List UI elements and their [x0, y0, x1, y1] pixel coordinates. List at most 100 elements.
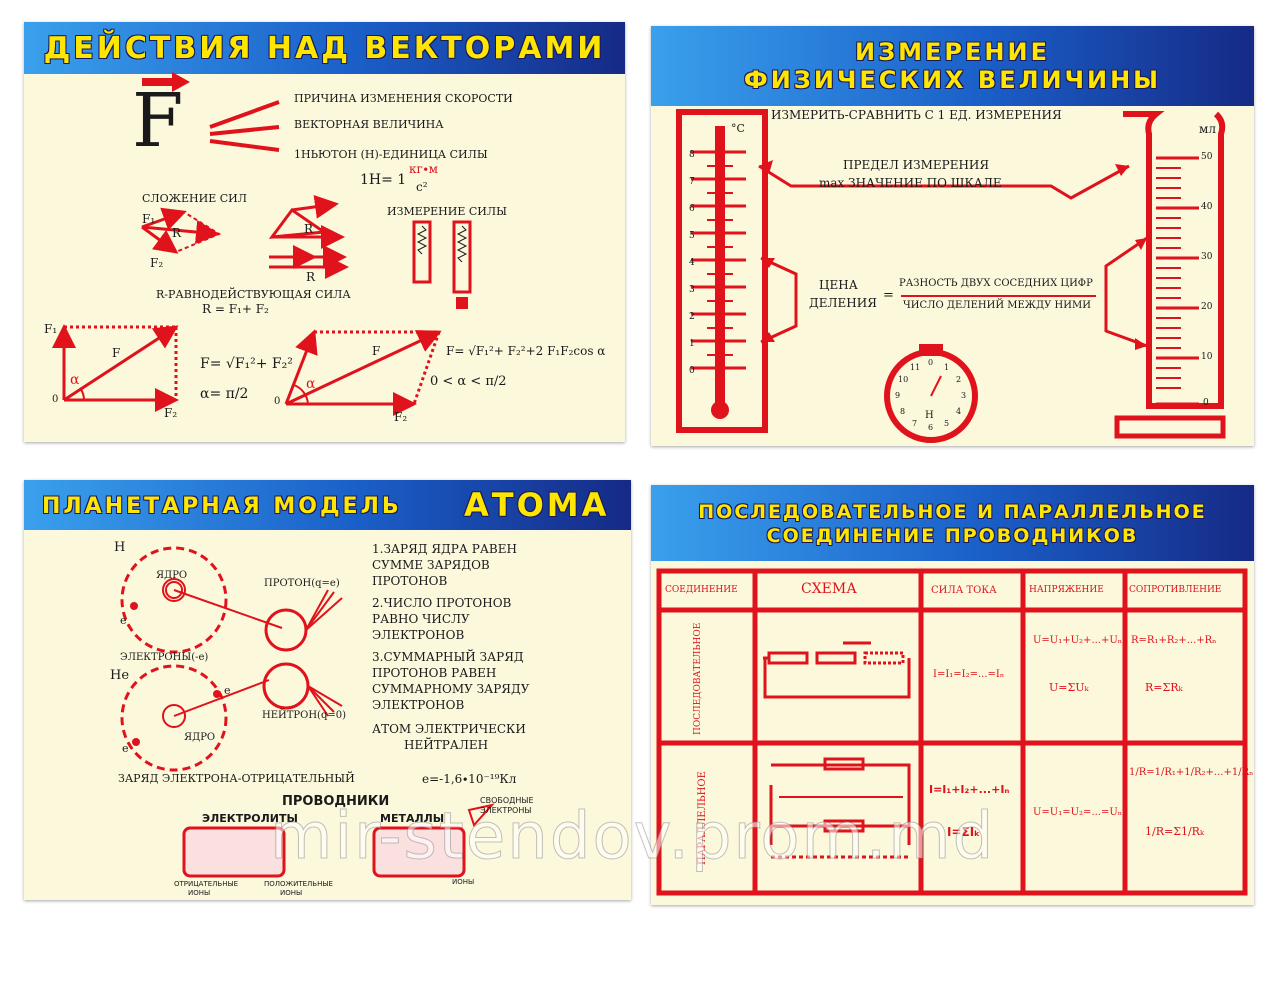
thermo-tick-4: 4 [689, 258, 695, 268]
dial-number-8: 8 [900, 407, 906, 416]
row-series-voltage-sum: U=ΣUₖ [1049, 681, 1089, 694]
division-fraction-num: РАЗНОСТЬ ДВУХ СОСЕДНИХ ЦИФР [899, 278, 1093, 289]
header-resistance: СОПРОТИВЛЕНИЕ [1129, 585, 1222, 595]
neg-ions-1: ОТРИЦАТЕЛЬНЫЕ [174, 880, 239, 888]
cos-formula: F= √F₁²+ F₂²+2 F₁F₂cos α [446, 344, 606, 358]
resultant-formula: R = F₁+ F₂ [202, 302, 269, 316]
panel-circuits-title-1: ПОСЛЕДОВАТЕЛЬНОЕ И ПАРАЛЛЕЛЬНОЕ [698, 501, 1207, 523]
nucleus-1-label: ЯДРО [156, 570, 188, 581]
fact-2-line-3: ЭЛЕКТРОНОВ [372, 628, 465, 642]
label-R-3: R [306, 270, 316, 284]
nucleus-2-label: ЯДРО [184, 732, 216, 743]
vector-def-line-3: 1НЬЮТОН (Н)-ЕДИНИЦА СИЛЫ [294, 148, 488, 161]
row-parallel-resistance-sum: 1/R=Σ1/Rₖ [1145, 825, 1204, 838]
fact-3-line-3: СУММАРНОМУ ЗАРЯДУ [372, 682, 530, 696]
label-R-2: R [304, 222, 314, 236]
label-F2-1: F₂ [150, 256, 164, 270]
watermark: mir-stendov.prom.md [269, 800, 996, 875]
fact-3-line-1: 3.СУММАРНЫЙ ЗАРЯД [372, 650, 524, 664]
dial-number-6: 6 [928, 423, 934, 432]
fact-4-line-2: НЕЙТРАЛЕН [404, 738, 489, 752]
electron-1-label: e [120, 614, 127, 627]
vector-def-line-2: ВЕКТОРНАЯ ВЕЛИЧИНА [294, 118, 444, 131]
dial-unit: Н [925, 410, 934, 421]
dial-number-2: 2 [956, 375, 962, 384]
resultant-label: R-РАВНОДЕЙСТВУЮЩАЯ СИЛА [156, 288, 351, 301]
measure-definition: ИЗМЕРИТЬ-СРАВНИТЬ С 1 ЕД. ИЗМЕРЕНИЯ [771, 108, 1062, 122]
cylinder-tick-20: 20 [1201, 302, 1213, 312]
thermo-tick-2: 2 [689, 312, 695, 322]
cylinder-tick-50: 50 [1201, 152, 1213, 162]
division-equals: = [883, 288, 894, 303]
cylinder-unit: мл [1199, 122, 1216, 136]
he-label: He [110, 668, 130, 683]
panel-circuits: ПОСЛЕДОВАТЕЛЬНОЕ И ПАРАЛЛЕЛЬНОЕ СОЕДИНЕН… [651, 485, 1254, 905]
fact-3-line-2: ПРОТОНОВ РАВЕН [372, 666, 497, 680]
limit-line-1: ПРЕДЕЛ ИЗМЕРЕНИЯ [843, 158, 990, 172]
label-F-3: F [372, 344, 381, 358]
electrolytes-heading: ЭЛЕКТРОЛИТЫ [202, 812, 298, 825]
label-R-1: R [172, 226, 182, 240]
header-connection: СОЕДИНЕНИЕ [665, 585, 738, 595]
pos-ions-2: ИОНЫ [280, 889, 303, 897]
electron-3-label: e [122, 742, 129, 755]
thermo-tick-3: 3 [689, 285, 695, 295]
thermo-tick-1: 1 [689, 339, 695, 349]
neg-ions-2: ИОНЫ [188, 889, 211, 897]
range-formula: 0 < α < π/2 [430, 374, 507, 389]
cylinder-tick-30: 30 [1201, 252, 1213, 262]
newton-denominator: с² [416, 180, 428, 194]
row-parallel-voltage: U=U₁=U₂=...=Uₙ [1033, 807, 1123, 818]
label-zero-2: 0 [274, 396, 281, 407]
panel-vectors-banner [24, 22, 625, 74]
dial-number-10: 10 [898, 375, 909, 384]
limit-line-2: max ЗНАЧЕНИЕ ПО ШКАЛЕ [819, 176, 1002, 190]
panel-measure: ИЗМЕРЕНИЕ ФИЗИЧЕСКИХ ВЕЛИЧИНЫ [651, 26, 1254, 446]
h-label: H [114, 540, 126, 555]
division-fraction-den: ЧИСЛО ДЕЛЕНИЙ МЕЖДУ НИМИ [903, 300, 1091, 311]
header-current: СИЛА ТОКА [931, 585, 997, 596]
panel-circuits-banner [651, 485, 1254, 561]
fact-2-line-2: РАВНО ЧИСЛУ [372, 612, 470, 626]
addition-label: СЛОЖЕНИЕ СИЛ [142, 192, 247, 205]
panel-measure-title-2: ФИЗИЧЕСКИХ ВЕЛИЧИНЫ [743, 66, 1162, 94]
label-F-2: F [112, 346, 121, 360]
dial-number-5: 5 [944, 419, 950, 428]
panel-measure-title-1: ИЗМЕРЕНИЕ [855, 38, 1050, 66]
vectors-diagram [52, 72, 472, 416]
free-electrons-1: СВОБОДНЫЕ [480, 796, 534, 805]
dial-number-9: 9 [895, 391, 901, 400]
atom-diagram [120, 546, 495, 878]
header-voltage: НАПРЯЖЕНИЕ [1029, 585, 1104, 595]
cylinder-tick-10: 10 [1201, 352, 1213, 362]
label-F1-1: F₁ [142, 212, 156, 226]
panel-atom-title-2: АТОМА [464, 486, 610, 524]
thermo-tick-6: 6 [689, 204, 695, 214]
label-alpha-2: α [306, 376, 316, 392]
dial-number-4: 4 [956, 407, 962, 416]
measure-label: ИЗМЕРЕНИЕ СИЛЫ [387, 205, 507, 218]
panel-circuits-title-2: СОЕДИНЕНИЕ ПРОВОДНИКОВ [766, 525, 1139, 547]
row-series-current: I=I₁=I₂=...=Iₙ [933, 669, 1005, 680]
row-series-name: ПОСЛЕДОВАТЕЛЬНОЕ [693, 622, 703, 735]
charge-text: ЗАРЯД ЭЛЕКТРОНА-ОТРИЦАТЕЛЬНЫЙ [118, 772, 355, 785]
dial-number-0: 0 [928, 358, 934, 367]
label-zero-1: 0 [52, 394, 59, 405]
pos-ions-1: ПОЛОЖИТЕЛЬНЫЕ [264, 880, 333, 888]
dial-number-11: 11 [910, 363, 921, 372]
row-series-resistance: R=R₁+R₂+...+Rₙ [1131, 635, 1217, 646]
panel-atom: ПЛАНЕТАРНАЯ МОДЕЛЬ АТОМА H ЯДРО e ЭЛЕКТР… [24, 480, 631, 900]
division-line-2: ДЕЛЕНИЯ [809, 296, 877, 310]
thermo-unit: °С [731, 122, 745, 135]
fact-1-line-3: ПРОТОНОВ [372, 574, 448, 588]
metals-heading: МЕТАЛЛЫ [380, 812, 445, 825]
row-series-voltage: U=U₁+U₂+...+Uₙ [1033, 635, 1123, 646]
division-line-1: ЦЕНА [819, 278, 858, 292]
panel-vectors: ДЕЙСТВИЯ НАД ВЕКТОРАМИ [24, 22, 625, 442]
label-F2-2: F₂ [164, 406, 178, 420]
metal-ions: ИОНЫ [452, 878, 475, 886]
row-parallel-resistance: 1/R=1/R₁+1/R₂+...+1/Rₙ [1129, 767, 1254, 778]
vector-def-line-1: ПРИЧИНА ИЗМЕНЕНИЯ СКОРОСТИ [294, 92, 513, 105]
row-series-resistance-sum: R=ΣRₖ [1145, 681, 1183, 694]
cylinder-tick-0: 0 [1203, 398, 1209, 408]
